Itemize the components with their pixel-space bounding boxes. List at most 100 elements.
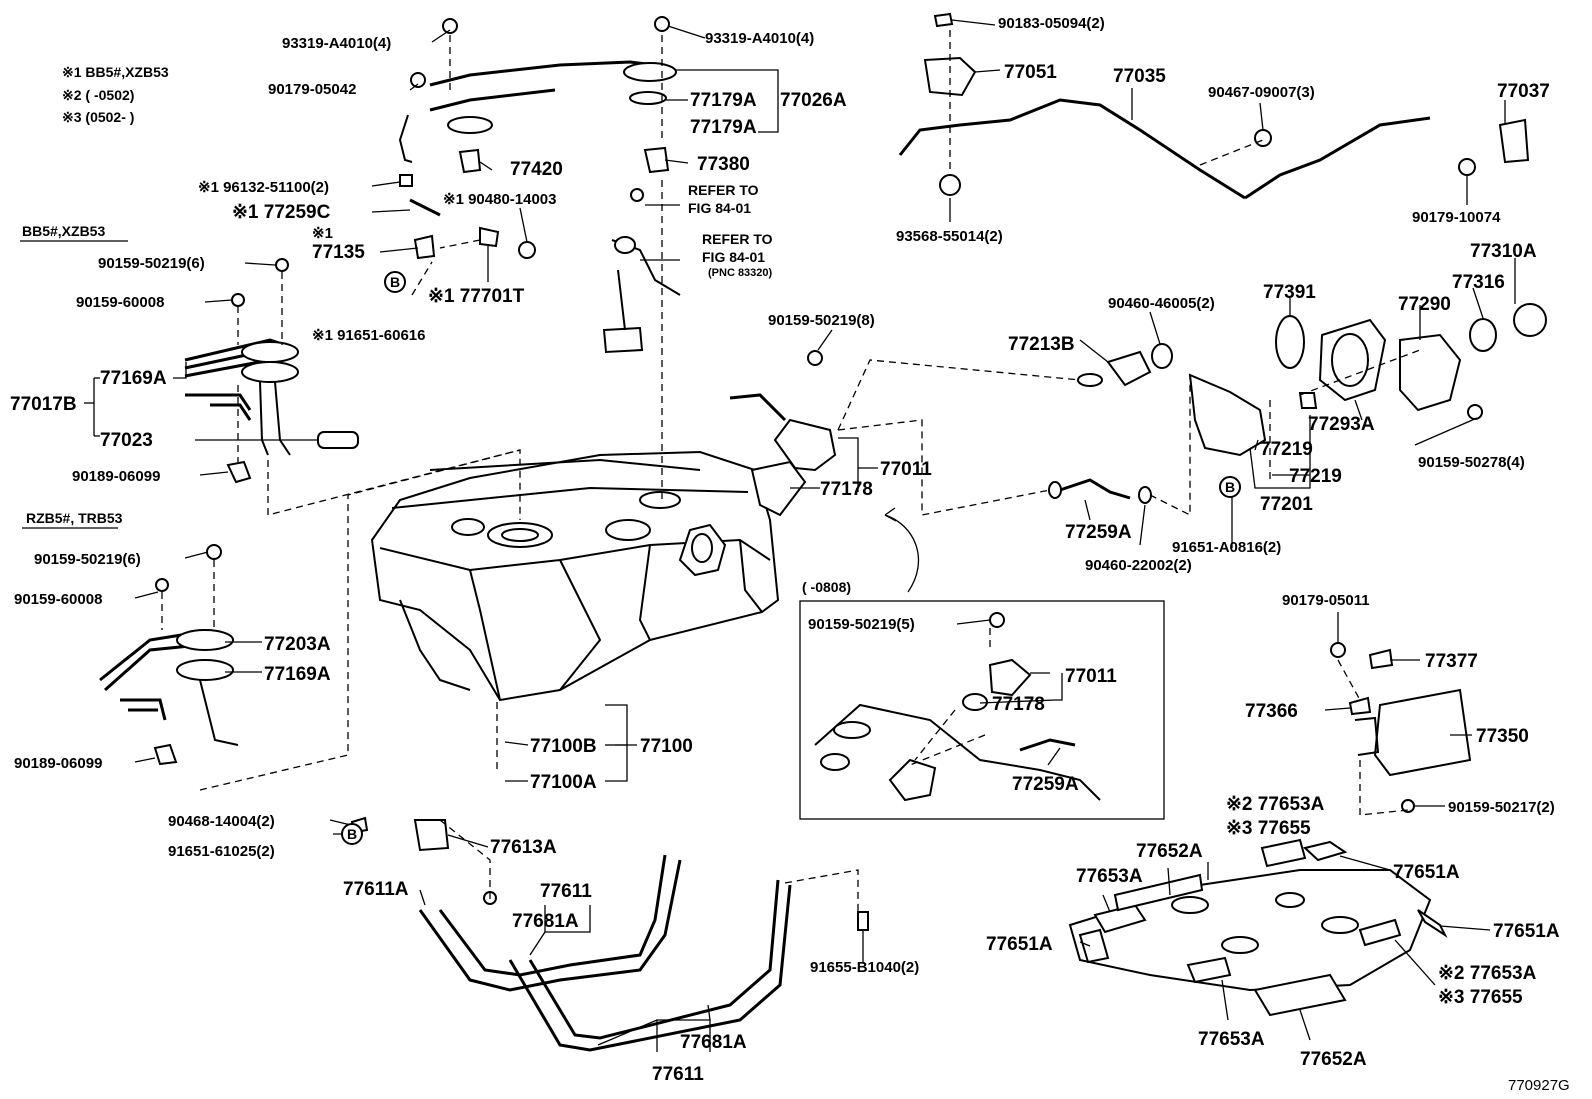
label-77011-1: 77011 [880,459,932,480]
label-77655-right: ※3 77655 [1438,987,1523,1008]
mark-b-1-text: B [390,274,400,290]
inset-box [799,507,1165,820]
leader-dashes [161,30,1421,912]
label-90159-60008-b: 90159-60008 [14,591,102,608]
mark-b-3-text: B [347,826,357,842]
label-77100: 77100 [640,736,693,757]
mark-b-2-text: B [1225,479,1235,495]
label-77135-note: ※1 [312,225,333,242]
fuel-pump-rzb5-illustration [99,544,239,766]
inset-range: ( -0808) [802,579,851,595]
label-90179-10074: 90179-10074 [1412,209,1501,226]
label-77201: 77201 [1260,494,1313,515]
label-90468-14004: 90468-14004(2) [168,813,275,830]
note-3: ※3 (0502- ) [62,109,134,125]
refer-2-line-3: (PNC 83320) [708,267,773,279]
label-90159-50219-5: 90159-50219(5) [808,616,915,633]
label-77652a-1: 77652A [1136,841,1203,862]
label-77213b: 77213B [1008,334,1075,355]
part-labels: 93319-A4010(4) 93319-A4010(4) 90179-0504… [10,15,1560,1085]
label-90159-50219-6a: 90159-50219(6) [98,255,205,272]
label-77179a-2: 77179A [690,117,757,138]
label-91651-a0816: 91651-A0816(2) [1172,539,1281,556]
label-90159-50278: 90159-50278(4) [1418,454,1525,471]
label-90179-05042: 90179-05042 [268,81,356,98]
note-2: ※2 ( -0502) [62,87,134,103]
label-77035: 77035 [1113,66,1166,87]
label-93568-55014: 93568-55014(2) [896,228,1003,245]
label-90189-06099-b: 90189-06099 [14,755,102,772]
label-77655-top: ※3 77655 [1226,818,1311,839]
label-77011-2: 77011 [1065,666,1117,687]
label-91651-60616: ※1 91651-60616 [312,327,426,344]
label-77380: 77380 [697,154,750,175]
label-77259a-2: 77259A [1012,774,1079,795]
label-77651a-2: 77651A [1493,921,1560,942]
label-91655-b1040: 91655-B1040(2) [810,959,919,976]
label-77653a-left: 77653A [1076,866,1143,887]
refer-notes: REFER TO FIG 84-01 REFER TO FIG 84-01 (P… [688,182,851,595]
label-77420: 77420 [510,159,563,180]
breather-hose-illustration [1048,478,1152,504]
label-77259a-1: 77259A [1065,522,1132,543]
label-77051: 77051 [1004,62,1057,83]
label-90183-05094: 90183-05094(2) [998,15,1105,32]
mark-b-3 [341,823,363,845]
label-91651-61025: 91651-61025(2) [168,843,275,860]
label-77701t: ※1 77701T [428,286,525,307]
diagram-code: 770927G [1508,1077,1570,1094]
filler-neck-illustration [729,350,837,517]
label-77653a-right: ※2 77653A [1438,963,1537,984]
label-77293a: 77293A [1308,414,1375,435]
mark-b-2 [1219,476,1241,498]
vent-tube-illustration [898,12,1530,200]
refer-1-line-2: FIG 84-01 [688,200,751,216]
refer-1-line-1: REFER TO [688,182,759,198]
label-77366: 77366 [1245,701,1298,722]
note-1: ※1 BB5#,XZB53 [62,64,169,80]
label-77611-1: 77611 [540,881,592,902]
label-96132-51100: ※1 96132-51100(2) [198,179,329,196]
label-77203a: 77203A [264,634,331,655]
label-77178-2: 77178 [992,694,1045,715]
leader-lines [84,19,1516,1052]
heat-insulator-illustration [1068,838,1448,1017]
tank-bands-illustration [350,816,869,1052]
label-90159-50219-6b: 90159-50219(6) [34,551,141,568]
filler-assembly-illustration [1077,303,1547,457]
label-90159-50219-8: 90159-50219(8) [768,312,875,329]
label-90159-60008-a: 90159-60008 [76,294,164,311]
label-77611-2: 77611 [652,1064,704,1085]
label-77377: 77377 [1425,651,1478,672]
variant-label-rzb5: RZB5#, TRB53 [26,510,123,526]
label-77037: 77037 [1497,81,1550,102]
label-77169a-1: 77169A [100,368,167,389]
label-77350: 77350 [1476,726,1529,747]
label-93319-a4010-a: 93319-A4010(4) [282,35,391,52]
label-77135: 77135 [312,242,365,263]
refer-2-line-1: REFER TO [702,231,773,247]
label-77259c: ※1 77259C [232,202,331,223]
label-77681a-2: 77681A [680,1032,747,1053]
label-77169a-2: 77169A [264,664,331,685]
label-90159-50217: 90159-50217(2) [1448,799,1555,816]
label-77653a-bottom: 77653A [1198,1029,1265,1050]
label-77316: 77316 [1452,272,1505,293]
label-90460-46005: 90460-46005(2) [1108,295,1215,312]
label-77611a: 77611A [343,879,409,900]
label-77100b: 77100B [530,736,597,757]
label-77391: 77391 [1263,282,1316,303]
label-93319-a4010-b: 93319-A4010(4) [705,30,814,47]
label-77613a: 77613A [490,837,557,858]
label-90189-06099-a: 90189-06099 [72,468,160,485]
label-90179-05011: 90179-05011 [1282,592,1370,609]
applicability-notes: ※1 BB5#,XZB53 ※2 ( -0502) ※3 (0502- ) BB… [20,64,169,529]
fuel-sender-illustration [398,16,681,354]
label-90467-09007: 90467-09007(3) [1208,84,1315,101]
label-77178-1: 77178 [820,479,873,500]
label-77219-2: 77219 [1289,466,1342,487]
label-77652a-2: 77652A [1300,1049,1367,1070]
label-77651a-3: 77651A [986,934,1053,955]
label-77179a-1: 77179A [690,90,757,111]
